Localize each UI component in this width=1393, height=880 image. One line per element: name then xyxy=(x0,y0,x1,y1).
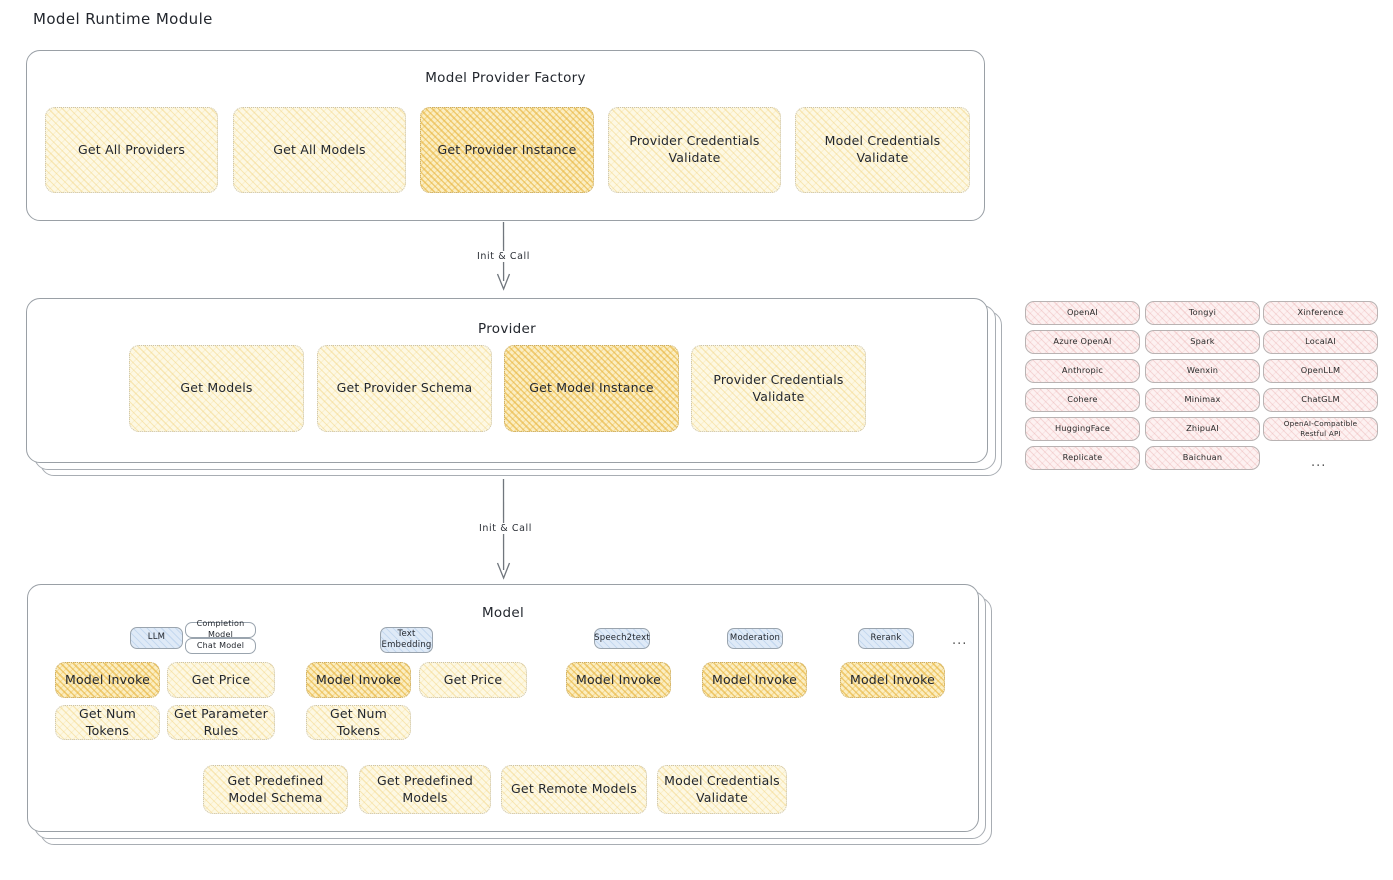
node-rerank-model-invoke[interactable]: Model Invoke xyxy=(840,662,945,698)
model-type-chip-speech2text[interactable]: Speech2text xyxy=(594,628,650,649)
panel-title-model: Model xyxy=(481,605,525,621)
node-model-credentials-validate-factory[interactable]: Model Credentials Validate xyxy=(795,107,970,193)
node-get-provider-schema[interactable]: Get Provider Schema xyxy=(317,345,492,432)
panel-title-model-provider-factory: Model Provider Factory xyxy=(425,70,586,86)
node-get-all-providers[interactable]: Get All Providers xyxy=(45,107,218,193)
node-moderation-model-invoke[interactable]: Model Invoke xyxy=(702,662,807,698)
provider-chip-cohere[interactable]: Cohere xyxy=(1025,388,1140,412)
model-variant-chip-chat-model[interactable]: Chat Model xyxy=(185,638,256,654)
node-get-predefined-models[interactable]: Get Predefined Models xyxy=(359,765,491,814)
provider-chip-openllm[interactable]: OpenLLM xyxy=(1263,359,1378,383)
model-type-chip-moderation[interactable]: Moderation xyxy=(727,628,783,649)
provider-chip-minimax[interactable]: Minimax xyxy=(1145,388,1260,412)
node-get-predefined-model-schema[interactable]: Get Predefined Model Schema xyxy=(203,765,348,814)
provider-chip-anthropic[interactable]: Anthropic xyxy=(1025,359,1140,383)
panel-title-provider: Provider xyxy=(478,321,536,337)
node-get-model-instance[interactable]: Get Model Instance xyxy=(504,345,679,432)
provider-chip-spark[interactable]: Spark xyxy=(1145,330,1260,354)
node-provider-credentials-validate-factory[interactable]: Provider Credentials Validate xyxy=(608,107,781,193)
node-provider-credentials-validate[interactable]: Provider Credentials Validate xyxy=(691,345,866,432)
model-type-chip-rerank[interactable]: Rerank xyxy=(858,628,914,649)
provider-chip-huggingface[interactable]: HuggingFace xyxy=(1025,417,1140,441)
node-embedding-model-invoke[interactable]: Model Invoke xyxy=(306,662,411,698)
node-llm-get-parameter-rules[interactable]: Get Parameter Rules xyxy=(167,705,275,740)
connector-label-init-and-call-2: Init & Call xyxy=(476,523,535,534)
node-llm-get-num-tokens[interactable]: Get Num Tokens xyxy=(55,705,160,740)
provider-chip-replicate[interactable]: Replicate xyxy=(1025,446,1140,470)
provider-chip-tongyi[interactable]: Tongyi xyxy=(1145,301,1260,325)
node-llm-get-price[interactable]: Get Price xyxy=(167,662,275,698)
node-embedding-get-price[interactable]: Get Price xyxy=(419,662,527,698)
provider-chip-chatglm[interactable]: ChatGLM xyxy=(1263,388,1378,412)
model-type-list-ellipsis: ... xyxy=(952,633,968,648)
provider-chip-openai-compatible-restful-api[interactable]: OpenAI-Compatible Restful API xyxy=(1263,417,1378,441)
provider-chip-xinference[interactable]: Xinference xyxy=(1263,301,1378,325)
provider-chip-wenxin[interactable]: Wenxin xyxy=(1145,359,1260,383)
node-llm-model-invoke[interactable]: Model Invoke xyxy=(55,662,160,698)
node-get-remote-models[interactable]: Get Remote Models xyxy=(501,765,647,814)
node-get-all-models[interactable]: Get All Models xyxy=(233,107,406,193)
node-model-credentials-validate[interactable]: Model Credentials Validate xyxy=(657,765,787,814)
provider-chip-openai[interactable]: OpenAI xyxy=(1025,301,1140,325)
node-speech2text-model-invoke[interactable]: Model Invoke xyxy=(566,662,671,698)
provider-chip-baichuan[interactable]: Baichuan xyxy=(1145,446,1260,470)
node-get-provider-instance[interactable]: Get Provider Instance xyxy=(420,107,594,193)
provider-chip-azure-openai[interactable]: Azure OpenAI xyxy=(1025,330,1140,354)
page-title: Model Runtime Module xyxy=(33,10,213,28)
provider-chip-zhipuai[interactable]: ZhipuAI xyxy=(1145,417,1260,441)
model-type-chip-llm[interactable]: LLM xyxy=(130,627,183,649)
node-embedding-get-num-tokens[interactable]: Get Num Tokens xyxy=(306,705,411,740)
model-variant-chip-completion-model[interactable]: Completion Model xyxy=(185,619,256,639)
provider-chip-localai[interactable]: LocalAI xyxy=(1263,330,1378,354)
provider-chip-list-ellipsis: ... xyxy=(1311,455,1327,470)
model-type-chip-text-embedding[interactable]: Text Embedding xyxy=(380,627,433,653)
node-get-models[interactable]: Get Models xyxy=(129,345,304,432)
connector-label-init-and-call-1: Init & Call xyxy=(474,251,533,262)
